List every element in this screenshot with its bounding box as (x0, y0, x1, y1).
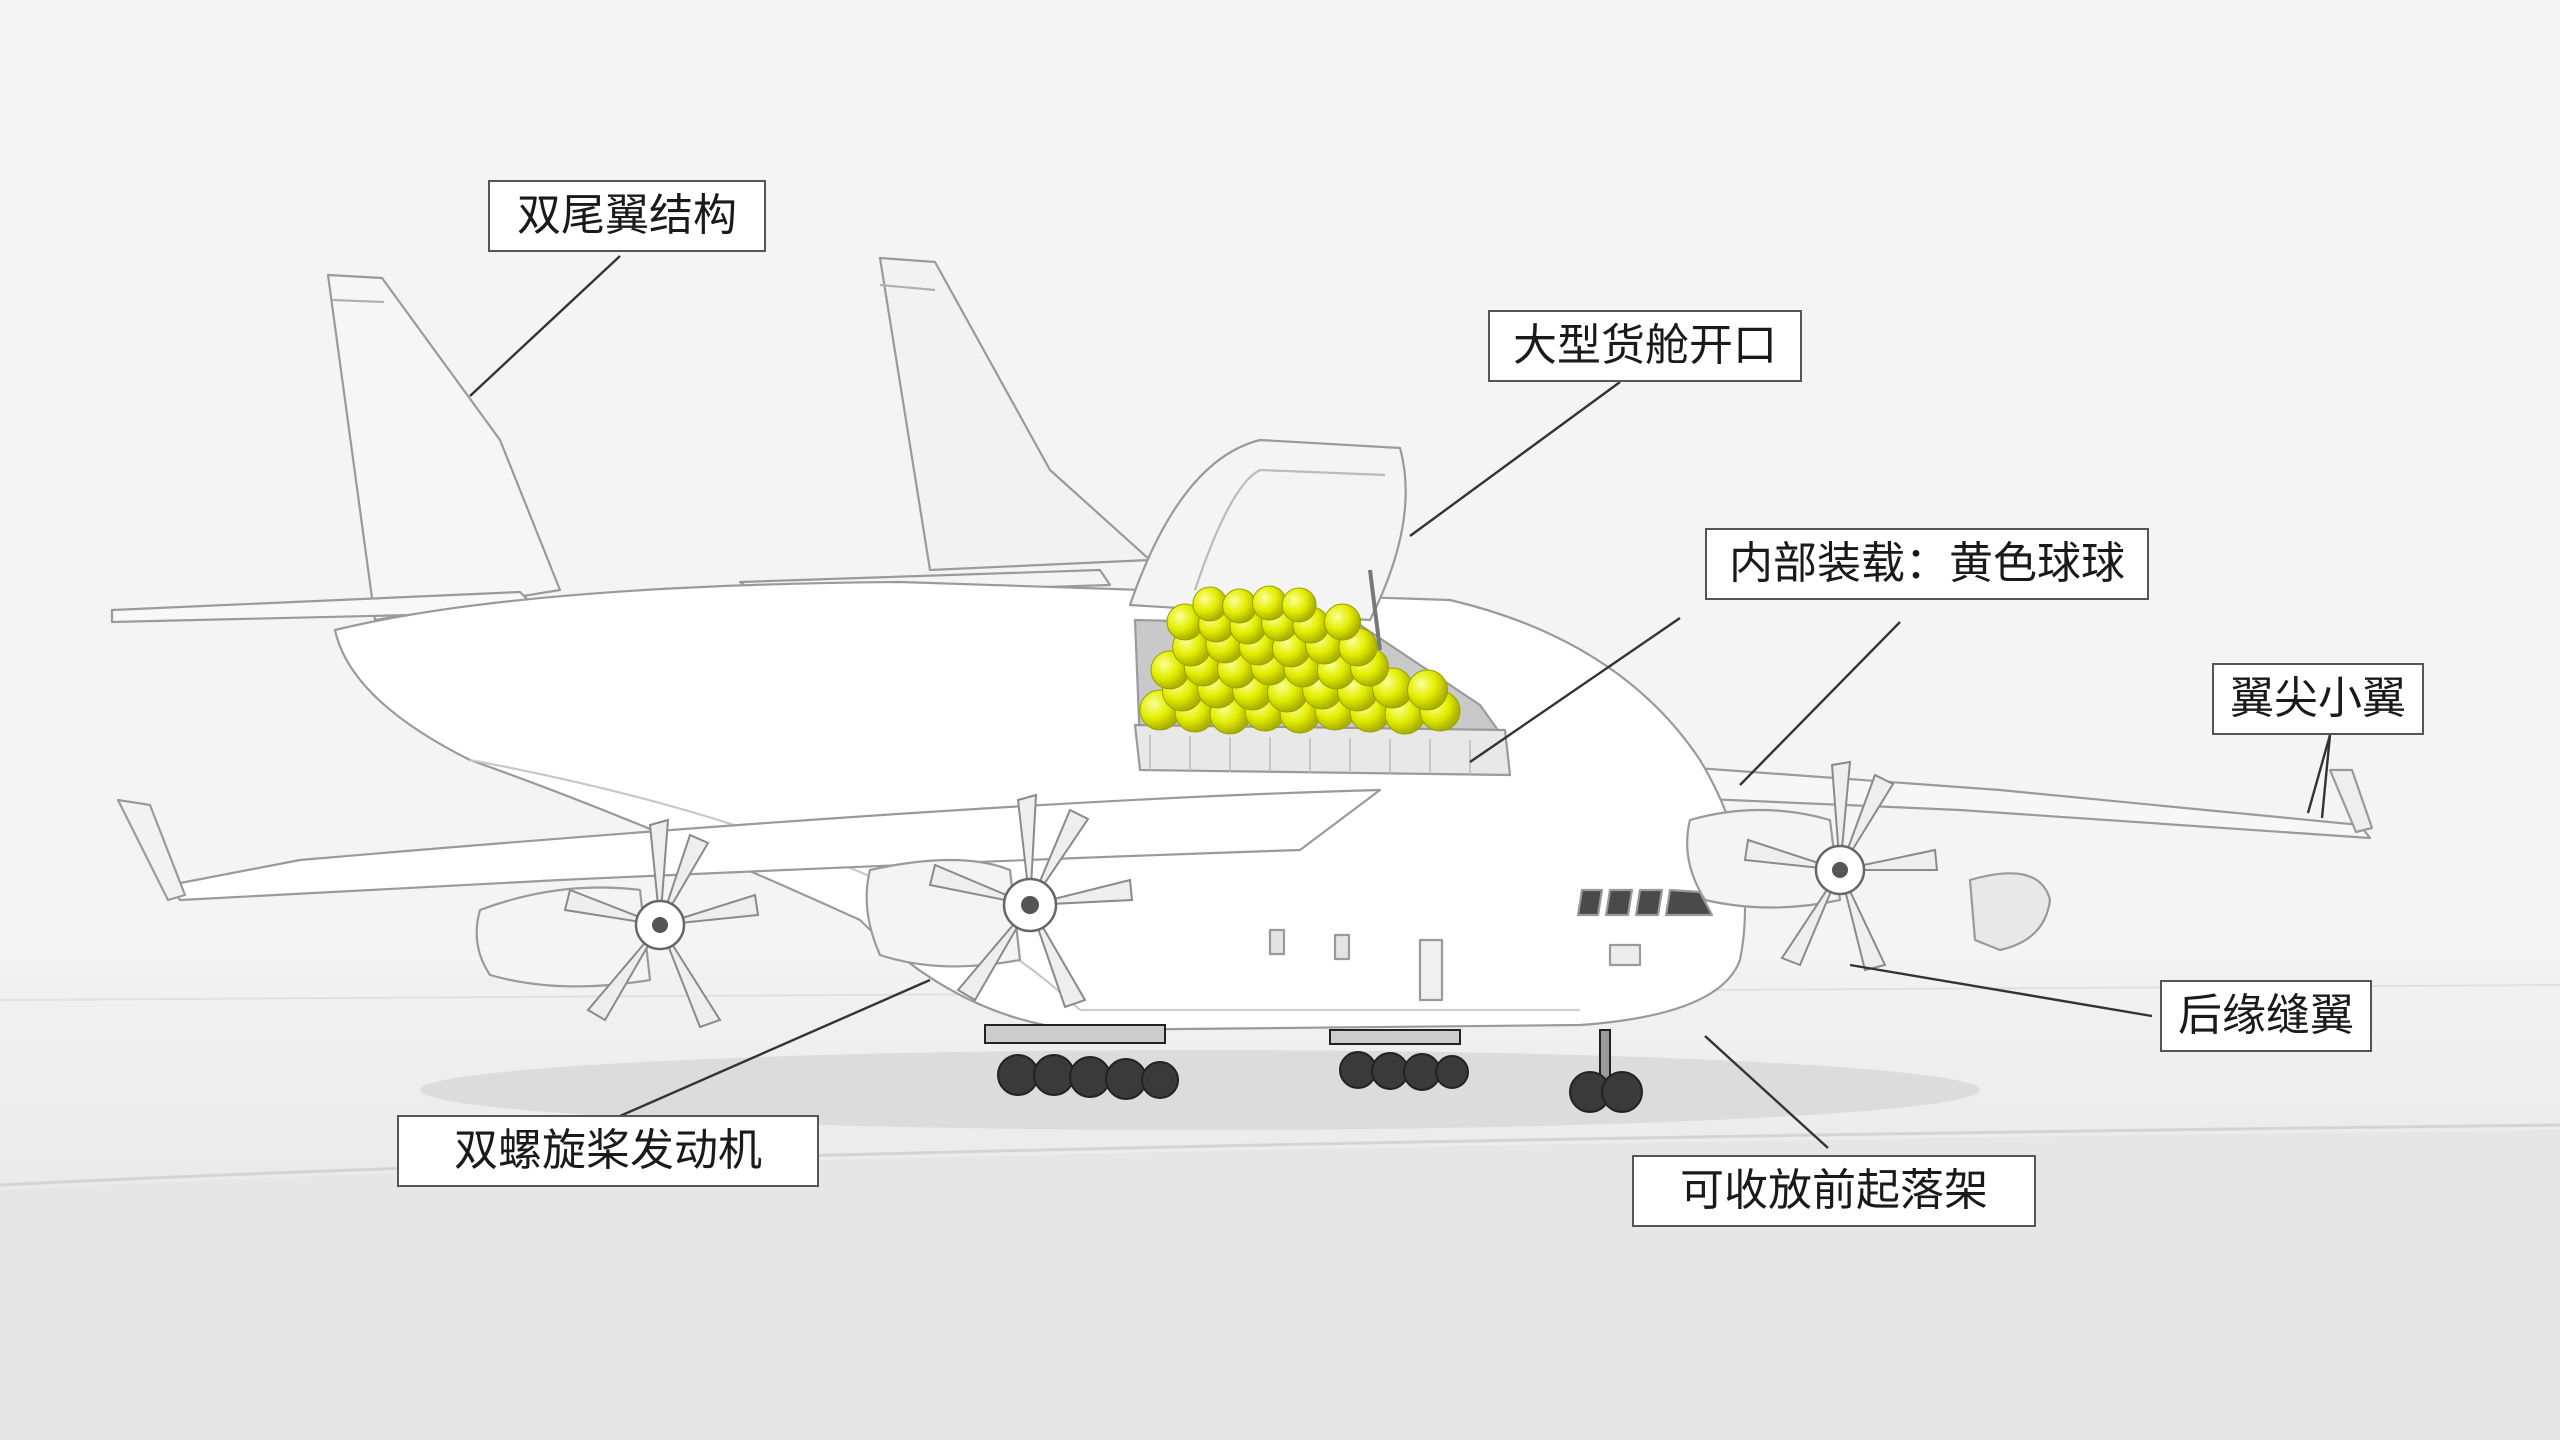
propeller-right (1743, 760, 1939, 972)
cockpit-window-4 (1664, 888, 1714, 917)
cargo-ball (1324, 603, 1361, 641)
label-trailing-flap: 后缘缝翼 (2160, 980, 2372, 1052)
winglet-shape (2328, 768, 2374, 834)
label-cargo-door: 大型货舱开口 (1488, 310, 1802, 382)
cargo-ball (1251, 585, 1287, 621)
label-winglet: 翼尖小翼 (2212, 663, 2424, 735)
cargo-ball (1407, 669, 1448, 711)
yellow-cargo-balls (1139, 585, 1461, 735)
propeller-middle (928, 793, 1134, 1009)
leader-lines (469, 255, 2332, 1149)
main-landing-gear-left (984, 1024, 1179, 1100)
label-interior-load: 内部装载：黄色球球 (1705, 528, 2149, 600)
near-vertical-tail (326, 273, 562, 622)
cockpit-window-2 (1604, 888, 1634, 917)
cargo-door-panel (1128, 438, 1407, 622)
nose-landing-gear (1569, 1029, 1643, 1113)
cargo-ball (1192, 586, 1228, 622)
far-vertical-tail (878, 256, 1152, 572)
label-twin-prop-engine: 双螺旋桨发动机 (397, 1115, 819, 1187)
propeller-left (563, 818, 760, 1029)
label-nose-gear: 可收放前起落架 (1632, 1155, 2036, 1227)
cargo-tray (1133, 723, 1512, 777)
near-winglet (116, 798, 187, 902)
cockpit-window-3 (1634, 888, 1664, 917)
label-twin-tail: 双尾翼结构 (488, 180, 766, 252)
cargo-ball (1222, 588, 1258, 624)
cockpit-window-1 (1576, 888, 1604, 917)
cargo-ball (1281, 587, 1317, 623)
main-landing-gear-right (1329, 1029, 1469, 1091)
trailing-edge-flap (1968, 872, 2052, 952)
